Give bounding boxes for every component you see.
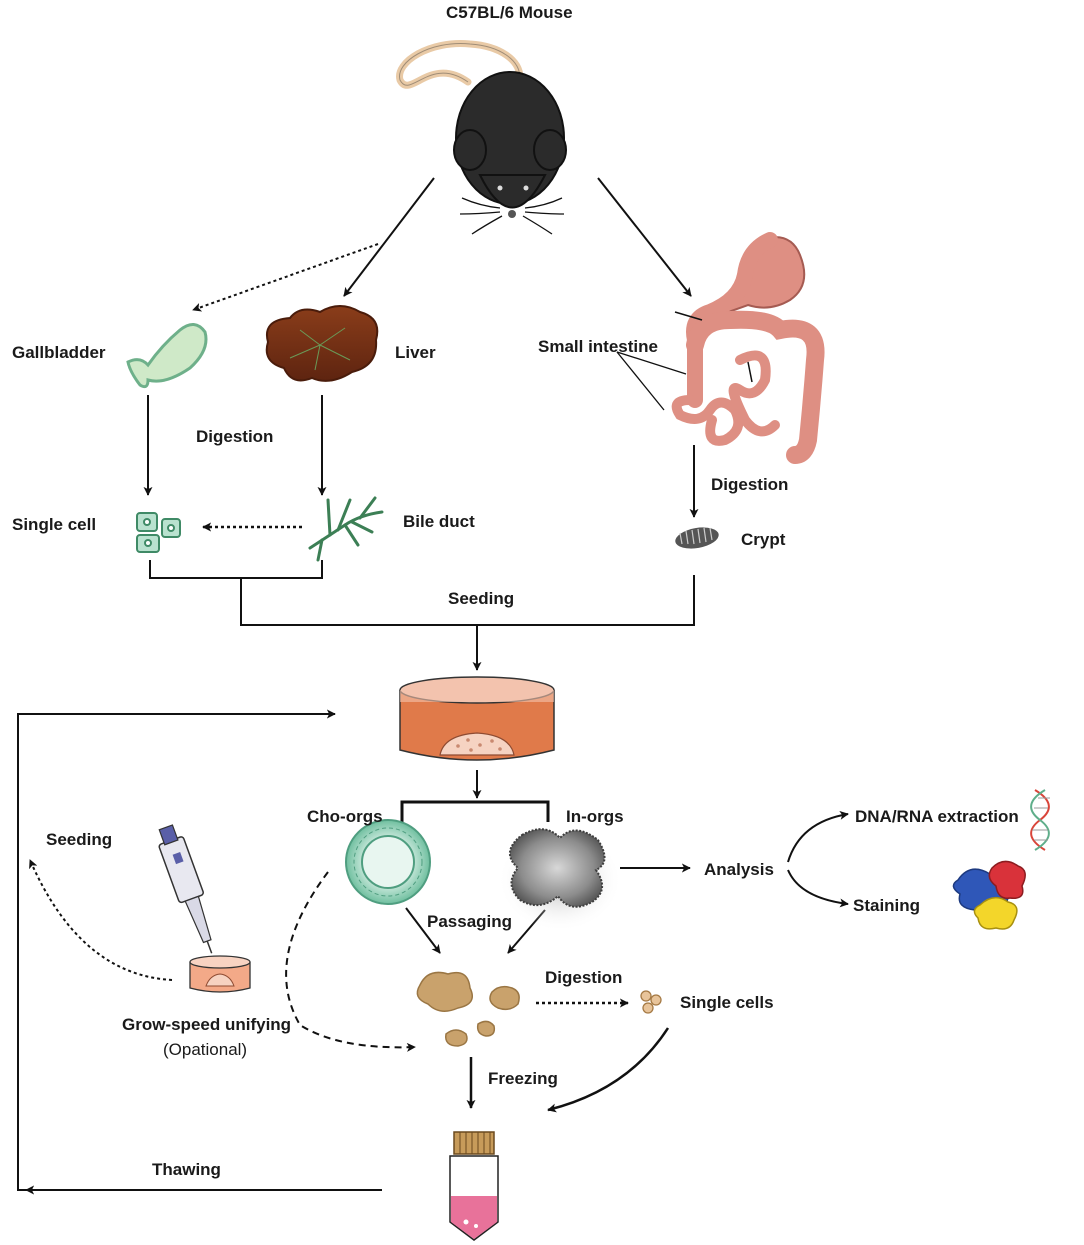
label-crypt: Crypt [741, 530, 786, 549]
single-cells-icon [640, 990, 662, 1014]
label-bile-duct: Bile duct [403, 512, 475, 531]
culture-dish-icon [399, 676, 555, 761]
arrow-analysis-to-staining [787, 869, 849, 908]
label-seeding-top: Seeding [448, 589, 515, 608]
mouse-icon [396, 40, 567, 235]
arrow-analysis-to-dna [787, 810, 849, 863]
bracket-seeding [240, 575, 695, 626]
arrow-cho-to-fragments [405, 907, 441, 954]
pipette-icon [158, 824, 251, 993]
label-single-cells: Single cells [680, 993, 774, 1012]
bracket-orgs [400, 800, 550, 822]
crypt-icon [675, 527, 719, 549]
label-cho-orgs: Cho-orgs [307, 807, 383, 826]
liver-icon [265, 305, 379, 382]
arrow-singlecells-to-vial [547, 1027, 670, 1113]
label-digestion-bottom: Digestion [545, 968, 623, 987]
arrow-grow-to-seeding-dotted [29, 859, 173, 981]
label-dna-rna: DNA/RNA extraction [855, 807, 1019, 826]
intestine-icon [616, 232, 825, 464]
label-digestion-liver: Digestion [196, 427, 274, 446]
page-title: C57BL/6 Mouse [446, 3, 573, 22]
cryovial-icon [449, 1131, 499, 1241]
fragments-icon [416, 971, 520, 1047]
label-in-orgs: In-orgs [566, 807, 624, 826]
label-gallbladder: Gallbladder [12, 343, 106, 362]
loop-thawing-return [17, 709, 382, 1191]
in-organoid-icon [498, 828, 622, 932]
label-grow-speed: Grow-speed unifying [122, 1015, 292, 1034]
dna-helix-icon [1030, 789, 1050, 851]
label-passaging: Passaging [427, 912, 513, 931]
label-digestion-intestine: Digestion [711, 475, 789, 494]
label-single-cell: Single cell [12, 515, 97, 534]
label-liver: Liver [395, 343, 436, 362]
label-analysis: Analysis [704, 860, 774, 879]
bile-duct-icon [308, 496, 384, 562]
gallbladder-icon [126, 323, 208, 389]
label-seeding-left: Seeding [46, 830, 113, 849]
cho-organoid-icon [345, 819, 431, 905]
label-small-intestine: Small intestine [538, 337, 658, 356]
label-optional: (Opational) [163, 1040, 248, 1059]
single-cell-icon [136, 512, 181, 553]
label-thawing: Thawing [152, 1160, 221, 1179]
arrow-mouse-to-intestine [597, 177, 692, 297]
bracket-left-pair [149, 560, 323, 579]
arrow-mouse-to-liver [343, 177, 435, 297]
label-staining: Staining [853, 896, 921, 915]
label-freezing: Freezing [488, 1069, 558, 1088]
arrow-mouse-to-gallbladder [192, 243, 379, 312]
arrow-cho-to-grow-dashed [285, 871, 416, 1052]
stained-cells-icon [952, 860, 1026, 930]
